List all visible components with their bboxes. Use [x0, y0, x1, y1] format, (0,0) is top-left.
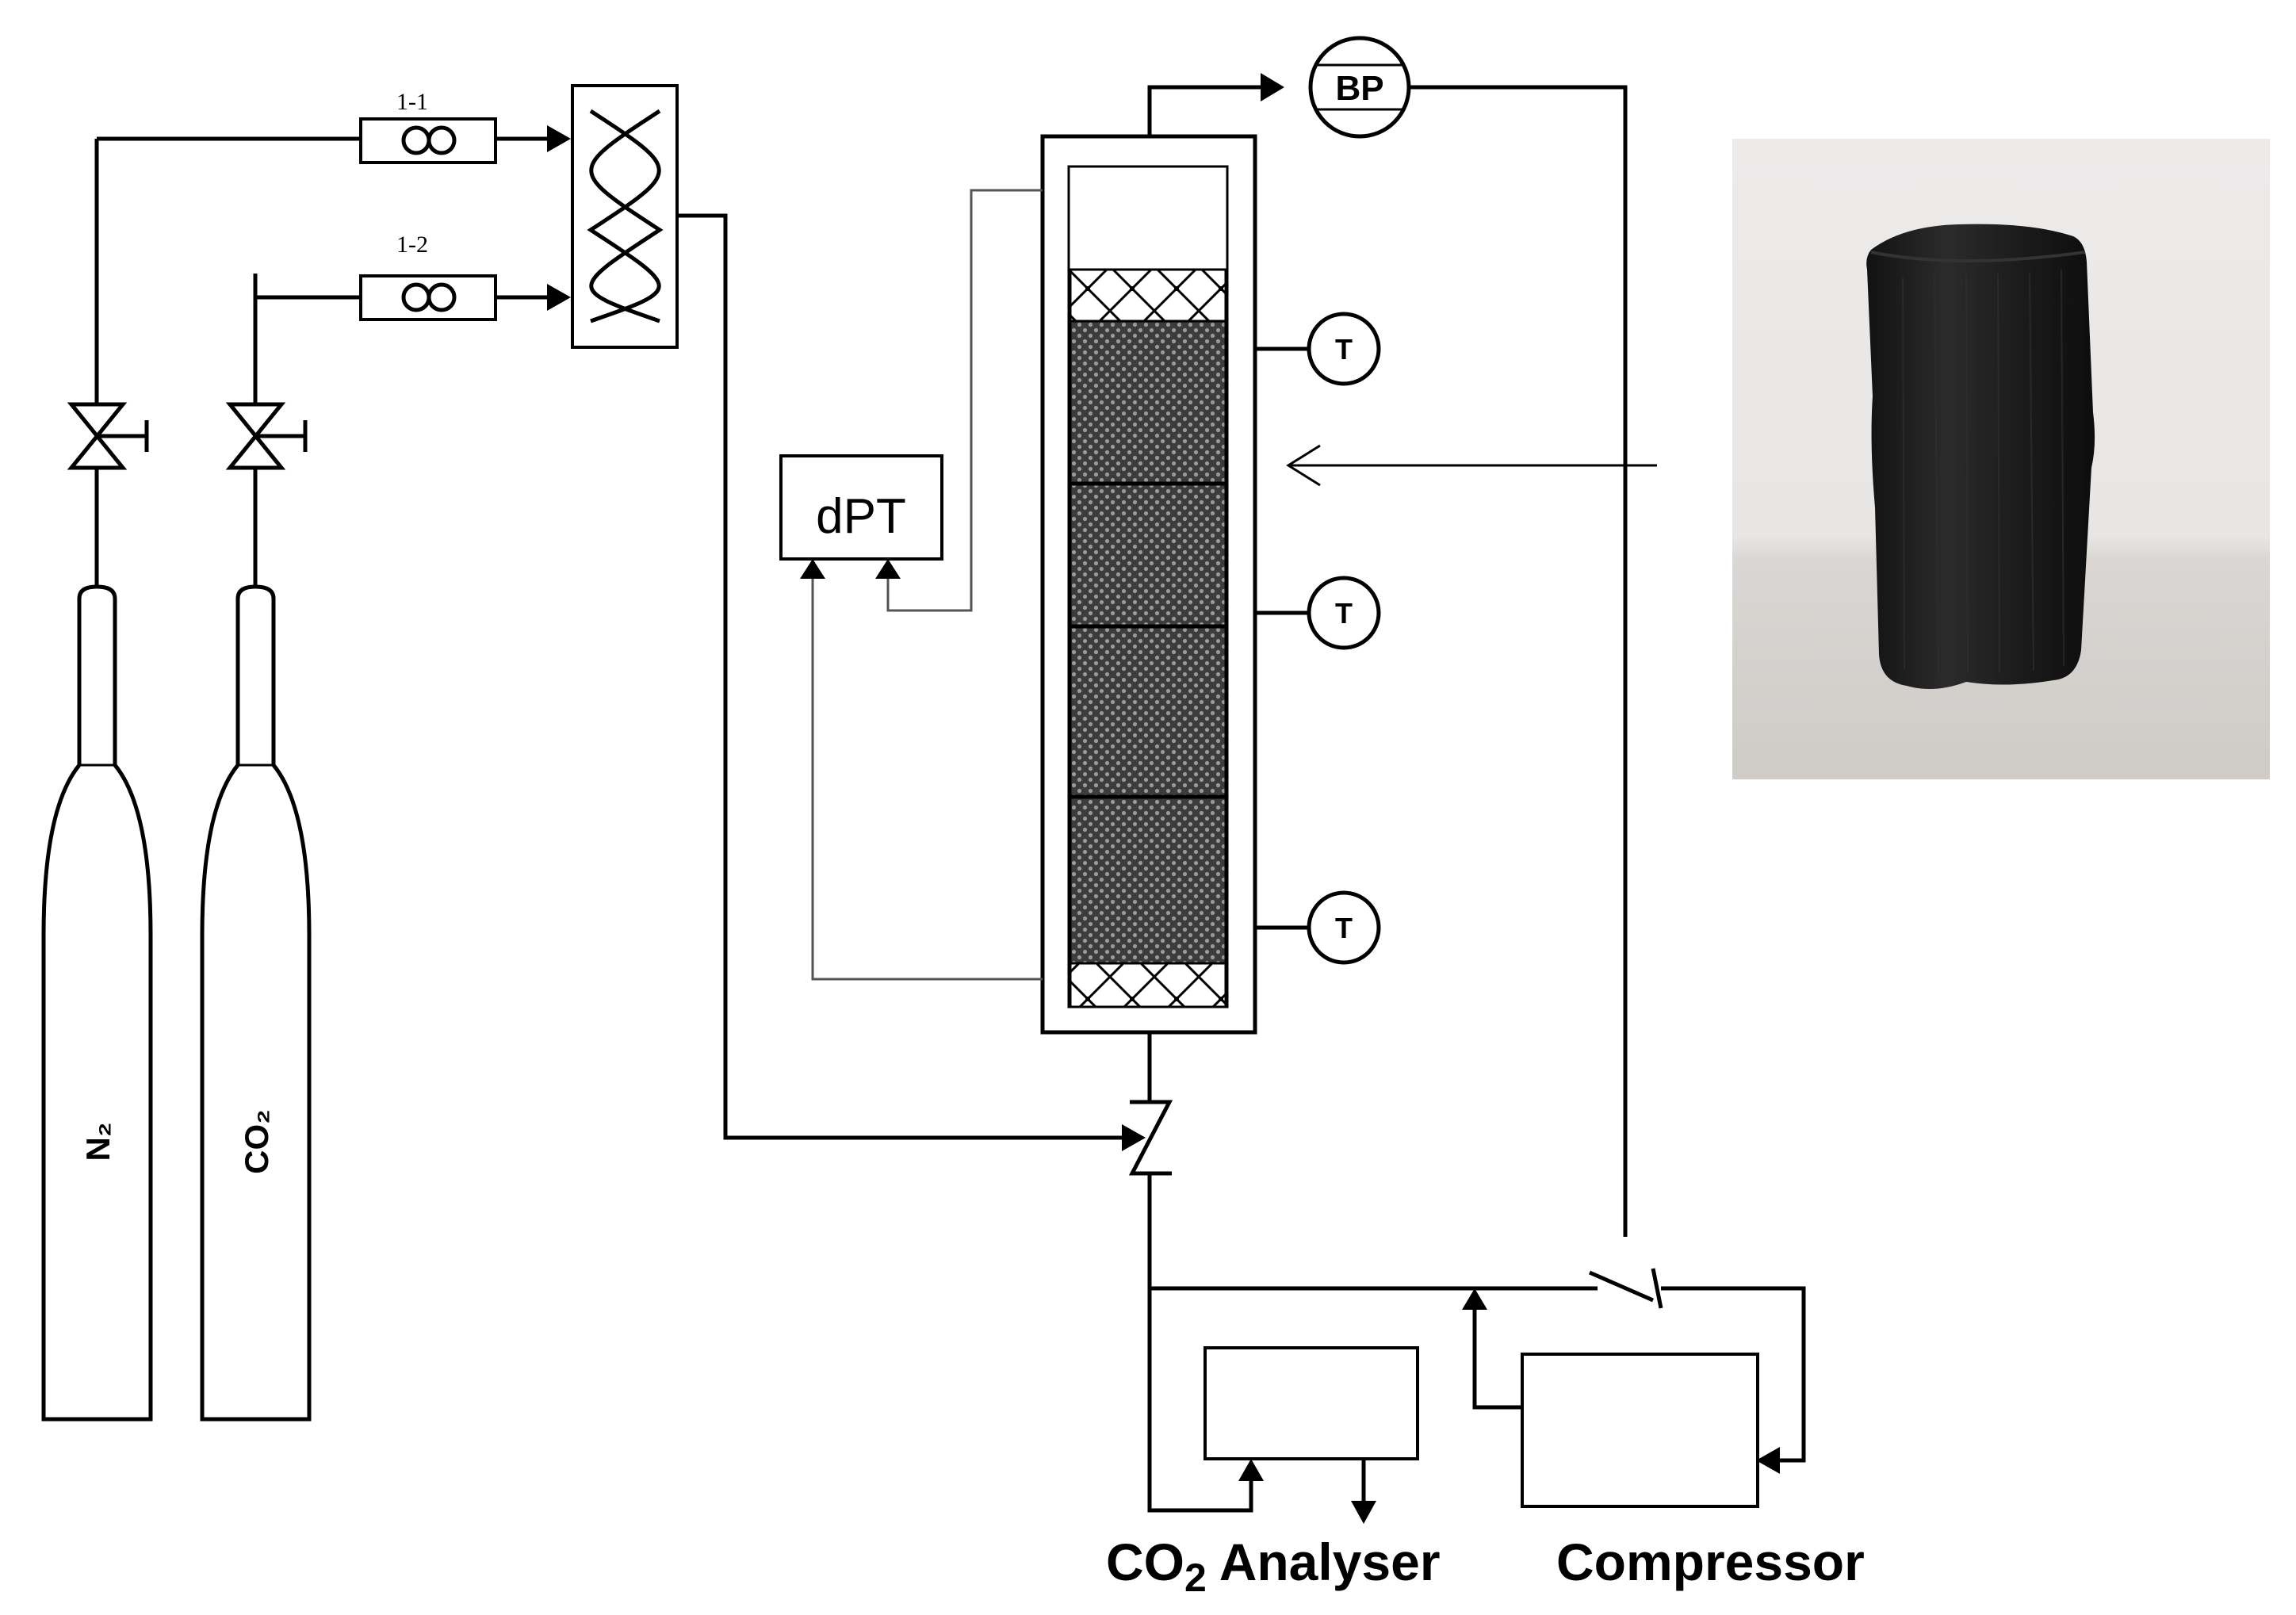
check-valve-column-inlet — [1128, 1032, 1173, 1288]
temperature-sensor-3: T — [1255, 890, 1381, 965]
temperature-sensor-2: T — [1255, 576, 1381, 650]
cylinder-co2: CO₂ — [200, 584, 312, 1422]
recycle-loop — [1147, 1268, 1806, 1524]
cylinder-n2-label: N₂ — [79, 1123, 117, 1161]
carbon-monolith-photo — [1732, 139, 2270, 779]
gas-mixer — [571, 84, 1146, 1151]
compressor: Compressor — [1521, 1353, 1865, 1591]
temp-3-label: T — [1335, 912, 1353, 944]
back-pressure-regulator: BP — [1308, 36, 1628, 1237]
packed-bed — [1069, 320, 1227, 965]
column-outlet-line — [1147, 73, 1284, 136]
valve-n2 — [67, 139, 149, 587]
top-support-mesh — [1069, 268, 1227, 323]
cylinder-n2: N₂ — [41, 584, 153, 1422]
temperature-sensor-1: T — [1255, 312, 1381, 386]
temp-2-label: T — [1335, 597, 1353, 630]
cylinder-co2-label: CO₂ — [238, 1109, 275, 1174]
co2-analyser: CO2 Analyser — [1106, 1346, 1441, 1600]
differential-pressure-transmitter: dPT — [779, 189, 1043, 981]
dpt-label: dPT — [816, 489, 906, 544]
bottom-support-mesh — [1069, 962, 1227, 1008]
mass-flow-controller-1: 1-1 — [359, 89, 497, 164]
bp-label: BP — [1335, 69, 1383, 108]
monolith-object — [1866, 224, 2095, 690]
co2-analyser-label: CO2 Analyser — [1106, 1533, 1441, 1600]
temp-1-label: T — [1335, 333, 1353, 365]
mfc-2-label: 1-2 — [396, 232, 428, 258]
mass-flow-controller-2: 1-2 — [359, 232, 497, 321]
co2-feed-line — [253, 274, 571, 311]
valve-co2 — [225, 297, 308, 587]
compressor-label: Compressor — [1556, 1533, 1865, 1591]
photo-pointer-arrow — [1286, 444, 1657, 487]
mfc-1-label: 1-1 — [396, 89, 428, 115]
adsorption-column — [1040, 134, 1257, 1035]
n2-feed-line — [97, 125, 571, 152]
